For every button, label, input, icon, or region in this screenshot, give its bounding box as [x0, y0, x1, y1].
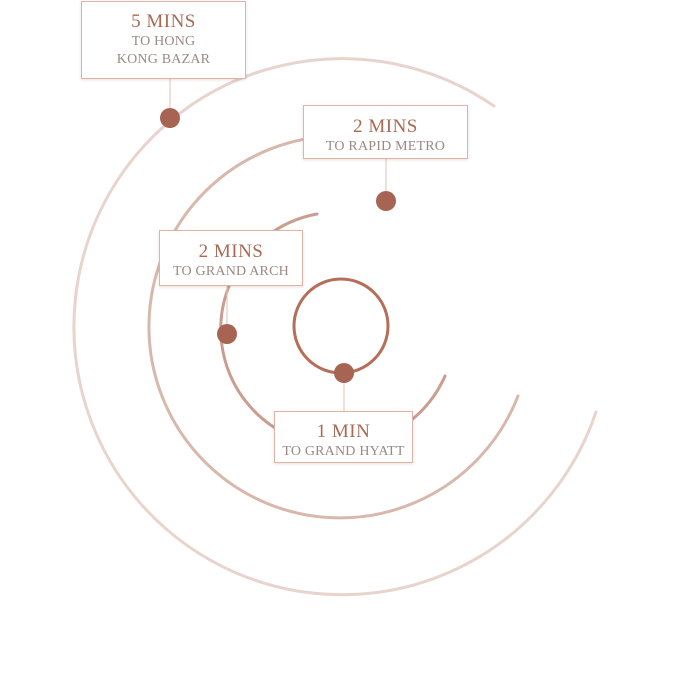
marker-grand-arch — [217, 324, 237, 344]
destination-line-2: KONG BAZAR — [116, 52, 211, 67]
ring-1-min — [292, 277, 390, 375]
travel-time: 2 MINS — [198, 241, 264, 262]
destination-name: TO GRAND HYATT — [282, 444, 405, 459]
label-rapid-metro: 2 MINS TO RAPID METRO — [303, 105, 468, 159]
marker-grand-hyatt — [334, 363, 354, 383]
label-grand-hyatt: 1 MIN TO GRAND HYATT — [274, 411, 413, 463]
label-hong-kong-bazar: 5 MINS TO HONG KONG BAZAR — [81, 1, 246, 79]
ring-5-mins — [72, 57, 598, 597]
marker-rapid-metro — [376, 191, 396, 211]
travel-time: 2 MINS — [353, 116, 418, 137]
marker-hong-kong-bazar — [160, 108, 180, 128]
travel-time: 1 MIN — [316, 421, 371, 442]
destination-line-1: TO HONG — [131, 34, 196, 49]
travel-time: 5 MINS — [131, 11, 196, 32]
destination-name: TO GRAND ARCH — [173, 264, 289, 279]
destination-name: TO RAPID METRO — [325, 139, 446, 154]
ring-2-mins-outer — [147, 134, 520, 520]
label-grand-arch: 2 MINS TO GRAND ARCH — [159, 230, 303, 286]
